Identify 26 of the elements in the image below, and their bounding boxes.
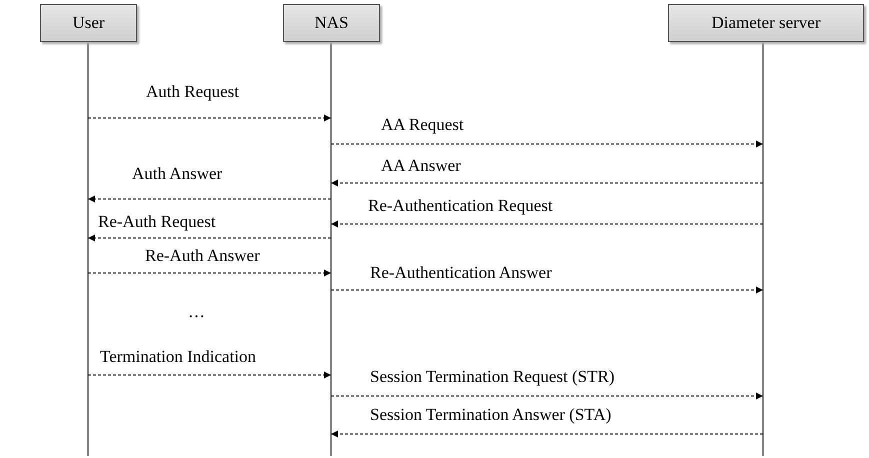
message-label: Auth Answer (132, 164, 222, 184)
message-label: AA Request (381, 115, 464, 135)
message-arrow (330, 180, 764, 186)
message-label: Session Termination Answer (STA) (370, 405, 612, 425)
participant-box: NAS (283, 4, 380, 42)
ellipsis-text: … (188, 302, 205, 322)
message-label: Re-Auth Answer (145, 246, 260, 266)
message-label: Auth Request (146, 82, 240, 102)
message-arrow (88, 234, 332, 242)
message-arrow (88, 114, 332, 122)
message-label: AA Answer (381, 156, 461, 176)
message-arrow (330, 286, 764, 294)
message-arrow (330, 392, 764, 400)
message-label: Session Termination Request (STR) (370, 367, 615, 387)
message-arrow (330, 140, 764, 148)
message-label: Re-Auth Request (98, 212, 216, 232)
message-label: Re-Authentication Answer (370, 263, 552, 283)
participant-box: User (40, 4, 137, 42)
message-arrow (330, 430, 764, 438)
message-arrow (88, 196, 332, 202)
message-label: Re-Authentication Request (368, 196, 553, 216)
message-arrow (330, 220, 764, 228)
message-arrow (88, 372, 332, 378)
participant-box: Diameter server (668, 4, 864, 42)
message-arrow (88, 270, 332, 276)
message-label: Termination Indication (100, 347, 256, 367)
